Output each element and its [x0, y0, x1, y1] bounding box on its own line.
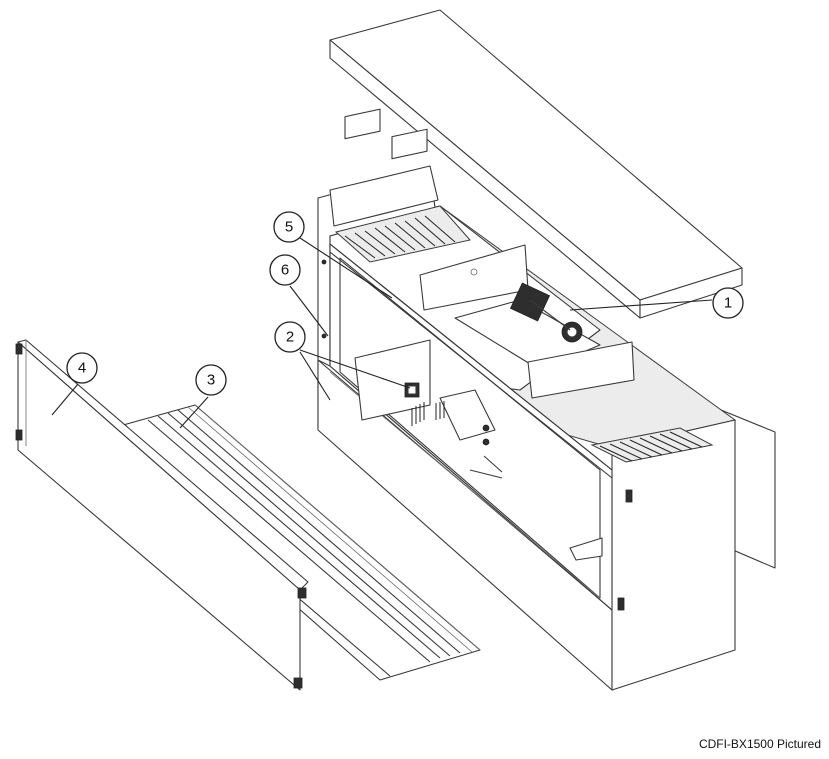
- glass-front-panel: [15, 339, 309, 691]
- top-grille: [344, 215, 456, 259]
- callout-4: 4: [51, 352, 98, 416]
- heater-box: [411, 389, 503, 479]
- fan-motor-assembly: [454, 282, 601, 371]
- callout-3-label: 3: [207, 372, 215, 389]
- diagram-caption: CDFI-BX1500 Pictured: [698, 737, 821, 751]
- deck-shelf: [97, 404, 481, 681]
- control-compartment: [354, 339, 431, 421]
- top-canopy-panel: [329, 9, 743, 319]
- callout-5: 5: [273, 211, 393, 299]
- callout-1: 1: [569, 287, 744, 319]
- right-grille: [590, 427, 714, 463]
- callout-2: 2: [274, 321, 411, 401]
- callout-2-label: 2: [286, 329, 294, 346]
- callout-5-label: 5: [285, 219, 293, 236]
- callout-1-label: 1: [724, 295, 732, 312]
- callout-6: 6: [269, 254, 329, 337]
- callout-3: 3: [179, 364, 227, 429]
- callout-4-label: 4: [78, 360, 86, 377]
- callout-6-label: 6: [281, 262, 289, 279]
- main-cabinet: [317, 108, 737, 691]
